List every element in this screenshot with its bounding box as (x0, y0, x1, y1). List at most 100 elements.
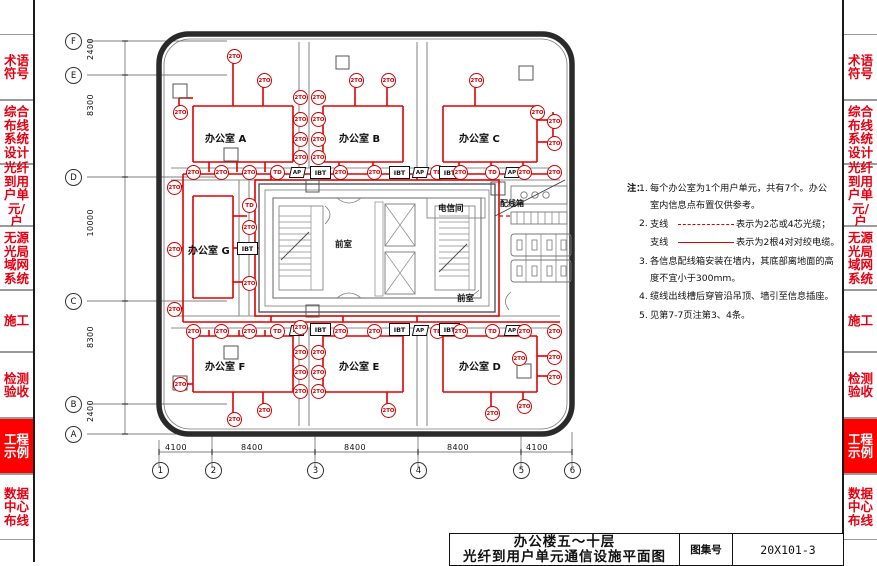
outlet-2to[interactable]: 2TO (517, 165, 532, 180)
outlet-2to[interactable]: 2TO (453, 165, 468, 180)
rail-item-terminology-right[interactable]: 术语符号 (844, 34, 877, 100)
outlet-2to[interactable]: 2TO (512, 351, 527, 366)
outlet-2to[interactable]: 2TO (311, 150, 326, 165)
outlet-2to[interactable]: 2TO (517, 399, 532, 414)
terminal-td[interactable]: TD (270, 324, 285, 339)
rail-item-construction-left[interactable]: 施工 (0, 290, 33, 352)
outlet-2to[interactable]: 2TO (242, 276, 257, 291)
callout-distribution-box: 配线箱 (500, 199, 524, 208)
grid-bubble-6: 6 (564, 462, 581, 479)
outlet-2to[interactable]: 2TO (257, 73, 272, 88)
access-point-ap[interactable]: AP (411, 325, 430, 336)
outlet-2to[interactable]: 2TO (469, 73, 484, 88)
outlet-2to[interactable]: 2TO (167, 302, 182, 317)
legend-label-branch-fiber: 支线 (650, 219, 669, 230)
outlet-2to[interactable]: 2TO (311, 384, 326, 399)
terminal-td[interactable]: TD (485, 165, 500, 180)
outlet-2to[interactable]: 2TO (311, 365, 326, 380)
outlet-2to[interactable]: 2TO (293, 132, 308, 147)
atlas-number-value: 20X101-3 (760, 542, 816, 557)
outlet-2to[interactable]: 2TO (367, 324, 382, 339)
outlet-2to[interactable]: 2TO (547, 350, 562, 365)
access-point-ap[interactable]: AP (288, 167, 307, 178)
outlet-2to[interactable]: 2TO (242, 165, 257, 180)
outlet-2to[interactable]: 2TO (547, 370, 562, 385)
rail-item-construction-right[interactable]: 施工 (844, 290, 877, 352)
building-terminal-ibt[interactable]: IBT (310, 166, 331, 179)
outlet-2to[interactable]: 2TO (173, 377, 188, 392)
outlet-2to[interactable]: 2TO (293, 345, 308, 360)
grid-bubble-A: A (65, 426, 82, 443)
outlet-2to[interactable]: 2TO (311, 345, 326, 360)
outlet-2to[interactable]: 2TO (517, 324, 532, 339)
outlet-2to[interactable]: 2TO (186, 165, 201, 180)
outlet-2to[interactable]: 2TO (186, 324, 201, 339)
outlet-2to[interactable]: 2TO (367, 165, 382, 180)
outlet-2to[interactable]: 2TO (333, 324, 348, 339)
rail-item-inspection-left[interactable]: 检测验收 (0, 352, 33, 418)
outlet-2to[interactable]: 2TO (311, 90, 326, 105)
rail-item-engineering-example-right[interactable]: 工程示例 (844, 418, 877, 474)
building-terminal-ibt[interactable]: IBT (389, 323, 410, 336)
note-text: 每个办公室为1个用户单元，共有7个。办公 (650, 183, 828, 194)
rail-item-engineering-example-left[interactable]: 工程示例 (0, 418, 33, 474)
grid-bubble-B: B (65, 396, 82, 413)
rail-item-inspection-right[interactable]: 检测验收 (844, 352, 877, 418)
outlet-2to[interactable]: 2TO (242, 324, 257, 339)
outlet-2to[interactable]: 2TO (293, 150, 308, 165)
note-item-1: 注： 1. 每个办公室为1个用户单元，共有7个。办公 (627, 182, 842, 197)
outlet-2to[interactable]: 2TO (349, 73, 364, 88)
rail-item-pon-lan-left[interactable]: 无源光局域网系统 (0, 226, 33, 290)
rail-item-cabling-design-right[interactable]: 综合布线系统设计 (844, 100, 877, 164)
outlet-2to[interactable]: 2TO (547, 114, 562, 129)
outlet-2to[interactable]: 2TO (257, 403, 272, 418)
terminal-td[interactable]: TD (485, 324, 500, 339)
room-label-telecom: 电信间 (438, 204, 464, 214)
outlet-2to[interactable]: 2TO (167, 242, 182, 257)
dim-horizontal-2: 8400 (241, 443, 263, 452)
rail-item-cabling-design-left[interactable]: 综合布线系统设计 (0, 100, 33, 164)
outlet-2to[interactable]: 2TO (311, 132, 326, 147)
outlet-2to[interactable]: 2TO (242, 220, 257, 235)
rail-item-data-center-right[interactable]: 数据中心布线 (844, 474, 877, 540)
note-item-4: 4. 缆线出线槽后穿管沿吊顶、墙引至信息插座。 (627, 290, 842, 305)
rail-item-fttu-left[interactable]: 光纤到用户单元/户 (0, 161, 33, 228)
outlet-2to[interactable]: 2TO (381, 403, 396, 418)
building-terminal-ibt[interactable]: IBT (389, 166, 410, 179)
outlet-2to[interactable]: 2TO (227, 49, 242, 64)
rail-item-terminology-left[interactable]: 术语符号 (0, 34, 33, 100)
note-item-1-cont: 室内信息点布置仅供参考。 (650, 199, 842, 214)
outlet-2to[interactable]: 2TO (293, 90, 308, 105)
outlet-2to[interactable]: 2TO (547, 136, 562, 151)
outlet-2to[interactable]: 2TO (547, 324, 562, 339)
rail-item-pon-lan-right[interactable]: 无源光局域网系统 (844, 226, 877, 290)
outlet-2to[interactable]: 2TO (530, 105, 545, 120)
note-text: 缆线出线槽后穿管沿吊顶、墙引至信息插座。 (650, 291, 834, 302)
rail-item-fttu-right[interactable]: 光纤到用户单元/户 (844, 161, 877, 228)
outlet-2to[interactable]: 2TO (167, 180, 182, 195)
outlet-2to[interactable]: 2TO (293, 112, 308, 127)
outlet-2to[interactable]: 2TO (333, 165, 348, 180)
outlet-2to[interactable]: 2TO (214, 165, 229, 180)
note-item-2-cont: 支线 表示为2根4对对绞电缆。 (627, 235, 842, 251)
outlet-2to[interactable]: 2TO (453, 324, 468, 339)
room-label-vestibule-2: 前室 (457, 294, 475, 304)
outlet-2to[interactable]: 2TO (547, 165, 562, 180)
outlet-2to[interactable]: 2TO (485, 406, 500, 421)
building-terminal-ibt[interactable]: IBT (310, 323, 331, 336)
outlet-2to[interactable]: 2TO (293, 320, 308, 335)
outlet-2to[interactable]: 2TO (293, 384, 308, 399)
outlet-2to[interactable]: 2TO (173, 105, 188, 120)
outlet-2to[interactable]: 2TO (214, 324, 229, 339)
outlet-2to[interactable]: 2TO (293, 365, 308, 380)
access-point-ap[interactable]: AP (411, 167, 430, 178)
legend-desc-copper: 表示为2根4对对绞电缆。 (736, 237, 840, 248)
outlet-2to[interactable]: 2TO (227, 412, 242, 427)
rail-item-data-center-left[interactable]: 数据中心布线 (0, 474, 33, 540)
grid-bubble-E: E (65, 67, 82, 84)
building-terminal-ibt[interactable]: IBT (237, 242, 258, 255)
outlet-2to[interactable]: 2TO (381, 73, 396, 88)
terminal-td[interactable]: TD (270, 165, 285, 180)
terminal-td[interactable]: TD (242, 198, 257, 213)
outlet-2to[interactable]: 2TO (311, 112, 326, 127)
